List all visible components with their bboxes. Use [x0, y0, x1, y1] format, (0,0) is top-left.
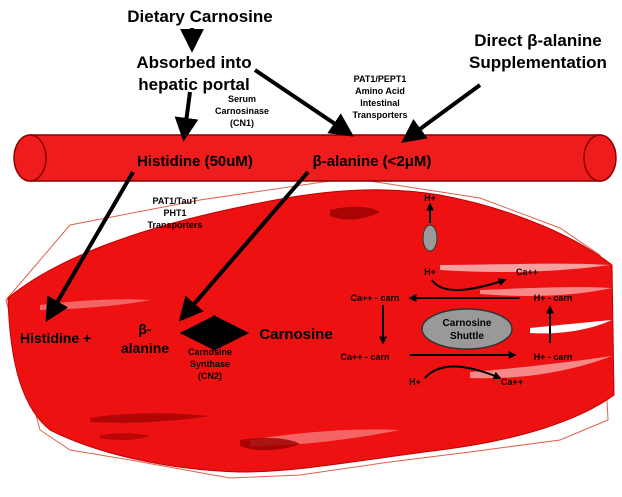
ca-carn-lower-label: Ca++ - carn: [340, 352, 389, 362]
synthase-label-2: Synthase: [190, 359, 230, 369]
carnosine-shuttle: [421, 308, 513, 350]
vessel-right-end: [583, 134, 617, 182]
serum-carnosinase-label-2: Carnosinase: [215, 106, 269, 116]
arrows: [45, 28, 482, 351]
ca-carn-left-label: Ca++ - carn: [350, 293, 399, 303]
pat1-pept1-label-2: Amino Acid: [355, 86, 405, 96]
ca-bottom-label: Ca++: [501, 377, 523, 387]
direct-balanine-label-2: Supplementation: [469, 53, 607, 72]
muscle-fiber: [480, 287, 612, 296]
muscle-fiber: [240, 437, 300, 451]
pat1-pept1-label-4: Transporters: [352, 110, 407, 120]
synthase-label-3: (CN2): [198, 371, 222, 381]
h-carn-right-label: H+ - carn: [534, 293, 573, 303]
taut-label-3: Transporters: [147, 220, 202, 230]
beta-alanine-label-1: β-: [138, 321, 152, 337]
shuttle-arrows: [379, 202, 554, 380]
absorbed-label-1: Absorbed into: [136, 53, 251, 72]
muscle-fiber: [470, 356, 612, 379]
synthase-label-1: Carnosine: [188, 347, 232, 357]
muscle-tissue: [5, 177, 615, 479]
shuttle-label-1: Carnosine: [443, 318, 492, 329]
proton-transporter: [422, 224, 438, 252]
muscle-fiber: [440, 263, 610, 273]
pat1-pept1-label-3: Intestinal: [360, 98, 400, 108]
direct-balanine-label-1: Direct β-alanine: [474, 31, 602, 50]
h-mid-label: H+: [424, 267, 436, 277]
blood-vessel: [13, 134, 617, 182]
arrow-histidine-to-muscle: [45, 170, 135, 323]
muscle-outline-box: [5, 177, 609, 479]
muscle-fiber: [330, 206, 380, 220]
serum-carnosinase-label-1: Serum: [228, 94, 256, 104]
muscle-fiber: [100, 433, 150, 441]
pat1-pept1-label-1: PAT1/PEPT1: [354, 74, 407, 84]
dietary-carnosine-label: Dietary Carnosine: [127, 7, 273, 26]
muscle-fiber: [90, 413, 210, 423]
arrow-direct-to-balanine: [401, 83, 482, 143]
carnosine-muscle-label: Carnosine: [259, 326, 332, 343]
histidine-plus-label: Histidine +: [20, 330, 91, 346]
h-carn-lower-label: H+ - carn: [534, 352, 573, 362]
muscle-body: [7, 189, 615, 473]
histidine-blood-label: Histidine (50uM): [137, 153, 253, 170]
absorbed-label-2: hepatic portal: [138, 75, 249, 94]
serum-carnosinase-label-3: (CN1): [230, 118, 254, 128]
arrow-absorbed-to-balanine: [253, 68, 354, 137]
beta-alanine-label-2: alanine: [121, 340, 169, 356]
arrow-ca-release-top: [431, 278, 507, 291]
taut-label-2: PHT1: [163, 208, 186, 218]
h-bottom-label: H+: [409, 377, 421, 387]
h-top-label: H+: [424, 193, 436, 203]
arrow-h-to-ca-bottom: [424, 365, 502, 380]
arrow-balanine-to-muscle: [178, 170, 310, 322]
arrow-absorbed-down: [174, 91, 199, 142]
taut-label-1: PAT1/TauT: [153, 196, 199, 206]
balanine-blood-label: β-alanine (<2μM): [313, 153, 432, 170]
vessel-left-end: [13, 134, 47, 182]
shuttle-label-2: Shuttle: [450, 331, 484, 342]
ca-top-label: Ca++: [516, 267, 538, 277]
